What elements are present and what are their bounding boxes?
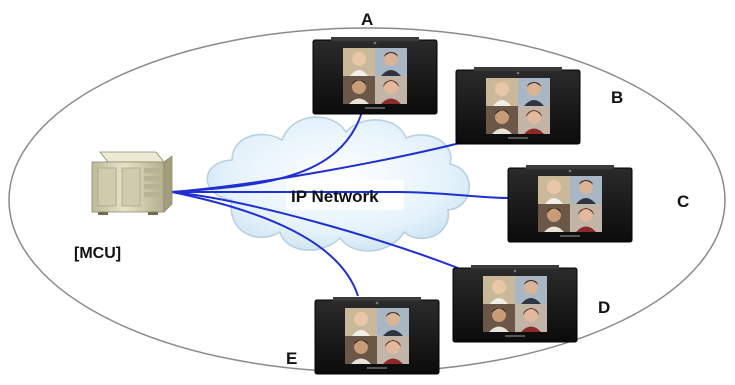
endpoint-a-label: A xyxy=(361,10,373,29)
endpoint-b-monitor-icon xyxy=(455,66,581,145)
connection-lines xyxy=(171,111,509,297)
endpoint-e-monitor-icon xyxy=(314,296,440,375)
mcu-label: [MCU] xyxy=(74,245,121,262)
link-mcu-to-d xyxy=(171,191,459,269)
network-label: IP Network xyxy=(291,187,379,206)
endpoint-d-monitor-icon xyxy=(452,264,578,343)
endpoint-b-label: B xyxy=(611,88,623,107)
endpoint-d-label: D xyxy=(598,298,610,317)
endpoint-c-monitor-icon xyxy=(507,164,633,243)
endpoint-c-label: C xyxy=(677,192,689,211)
link-mcu-to-e xyxy=(171,191,359,297)
mcu-server-icon xyxy=(91,151,173,216)
link-mcu-to-c xyxy=(172,191,509,199)
endpoint-e-label: E xyxy=(286,349,297,368)
link-mcu-to-b xyxy=(171,141,465,193)
ip-network-cloud-icon xyxy=(206,116,470,252)
endpoint-a-monitor-icon xyxy=(312,36,438,115)
